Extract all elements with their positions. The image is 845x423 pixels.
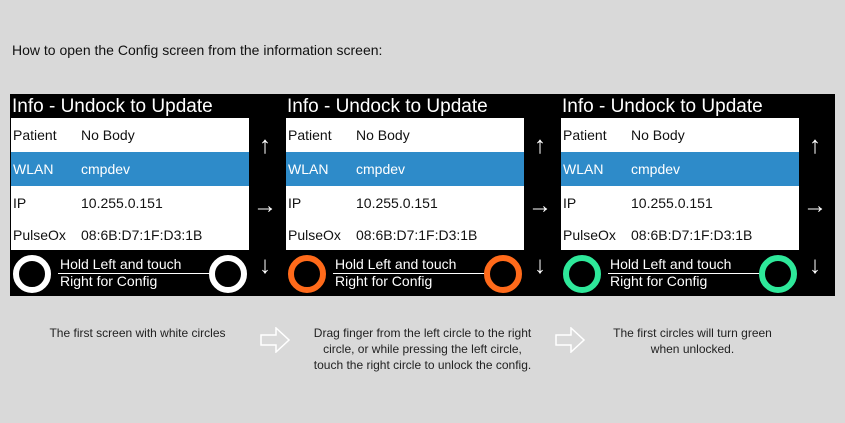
row-label: PulseOx bbox=[563, 227, 616, 243]
right-circle-button[interactable] bbox=[484, 255, 522, 293]
screen-title: Info - Undock to Update bbox=[562, 96, 763, 117]
row-label: IP bbox=[288, 195, 302, 211]
caption-1: The first screen with white circles bbox=[49, 326, 226, 340]
divider bbox=[58, 273, 210, 274]
screen-title: Info - Undock to Update bbox=[12, 96, 213, 117]
info-row[interactable]: IP 10.255.0.151 bbox=[561, 186, 799, 220]
page-heading: How to open the Config screen from the i… bbox=[12, 42, 383, 58]
right-circle-button[interactable] bbox=[209, 255, 247, 293]
hint-line-1: Hold Left and touch bbox=[610, 256, 732, 272]
hint-line-1: Hold Left and touch bbox=[60, 256, 182, 272]
row-label: WLAN bbox=[13, 161, 54, 177]
hint-line-2: Right for Config bbox=[60, 273, 158, 289]
row-label: Patient bbox=[13, 127, 57, 143]
info-row[interactable]: Patient No Body bbox=[561, 118, 799, 152]
info-row[interactable]: IP 10.255.0.151 bbox=[11, 186, 249, 220]
divider bbox=[333, 273, 485, 274]
info-row[interactable]: WLAN cmpdev bbox=[286, 152, 524, 186]
row-label: IP bbox=[13, 195, 27, 211]
info-row[interactable]: WLAN cmpdev bbox=[561, 152, 799, 186]
row-value: cmpdev bbox=[356, 161, 406, 177]
row-value: No Body bbox=[356, 127, 410, 143]
row-value: 10.255.0.151 bbox=[81, 195, 163, 211]
info-row[interactable]: WLAN cmpdev bbox=[11, 152, 249, 186]
left-circle-button[interactable] bbox=[563, 255, 601, 293]
row-label: WLAN bbox=[288, 161, 329, 177]
row-value: 10.255.0.151 bbox=[631, 195, 713, 211]
down-arrow-icon[interactable]: ↓ bbox=[809, 252, 821, 279]
row-value: No Body bbox=[631, 127, 685, 143]
hint-line-2: Right for Config bbox=[610, 273, 708, 289]
hint-line-2: Right for Config bbox=[335, 273, 433, 289]
divider bbox=[608, 273, 760, 274]
row-label: PulseOx bbox=[13, 227, 66, 243]
row-value: No Body bbox=[81, 127, 135, 143]
row-label: Patient bbox=[563, 127, 607, 143]
right-arrow-icon bbox=[555, 327, 585, 353]
info-row[interactable]: PulseOx 08:6B:D7:1F:D3:1B bbox=[286, 220, 524, 250]
row-label: IP bbox=[563, 195, 577, 211]
down-arrow-icon[interactable]: ↓ bbox=[534, 252, 546, 279]
left-circle-button[interactable] bbox=[288, 255, 326, 293]
caption-2: Drag finger from the left circle to the … bbox=[313, 326, 532, 372]
right-circle-button[interactable] bbox=[759, 255, 797, 293]
caption-3: The first circles will turn green when u… bbox=[613, 326, 772, 356]
info-row[interactable]: PulseOx 08:6B:D7:1F:D3:1B bbox=[11, 220, 249, 250]
left-circle-button[interactable] bbox=[13, 255, 51, 293]
right-arrow-icon bbox=[260, 327, 290, 353]
info-row[interactable]: Patient No Body bbox=[11, 118, 249, 152]
down-arrow-icon[interactable]: ↓ bbox=[259, 252, 271, 279]
up-arrow-icon[interactable]: ↑ bbox=[534, 132, 546, 159]
row-value: 08:6B:D7:1F:D3:1B bbox=[356, 227, 478, 243]
row-value: cmpdev bbox=[81, 161, 131, 177]
row-value: 08:6B:D7:1F:D3:1B bbox=[81, 227, 203, 243]
up-arrow-icon[interactable]: ↑ bbox=[259, 132, 271, 159]
row-label: Patient bbox=[288, 127, 332, 143]
up-arrow-icon[interactable]: ↑ bbox=[809, 132, 821, 159]
hint-line-1: Hold Left and touch bbox=[335, 256, 457, 272]
right-arrow-icon[interactable]: → bbox=[803, 192, 827, 219]
right-arrow-icon[interactable]: → bbox=[528, 192, 552, 219]
info-row[interactable]: IP 10.255.0.151 bbox=[286, 186, 524, 220]
row-label: WLAN bbox=[563, 161, 604, 177]
info-row[interactable]: PulseOx 08:6B:D7:1F:D3:1B bbox=[561, 220, 799, 250]
row-value: 08:6B:D7:1F:D3:1B bbox=[631, 227, 753, 243]
screen-title: Info - Undock to Update bbox=[287, 96, 488, 117]
row-label: PulseOx bbox=[288, 227, 341, 243]
right-arrow-icon[interactable]: → bbox=[253, 192, 277, 219]
row-value: 10.255.0.151 bbox=[356, 195, 438, 211]
row-value: cmpdev bbox=[631, 161, 681, 177]
info-row[interactable]: Patient No Body bbox=[286, 118, 524, 152]
